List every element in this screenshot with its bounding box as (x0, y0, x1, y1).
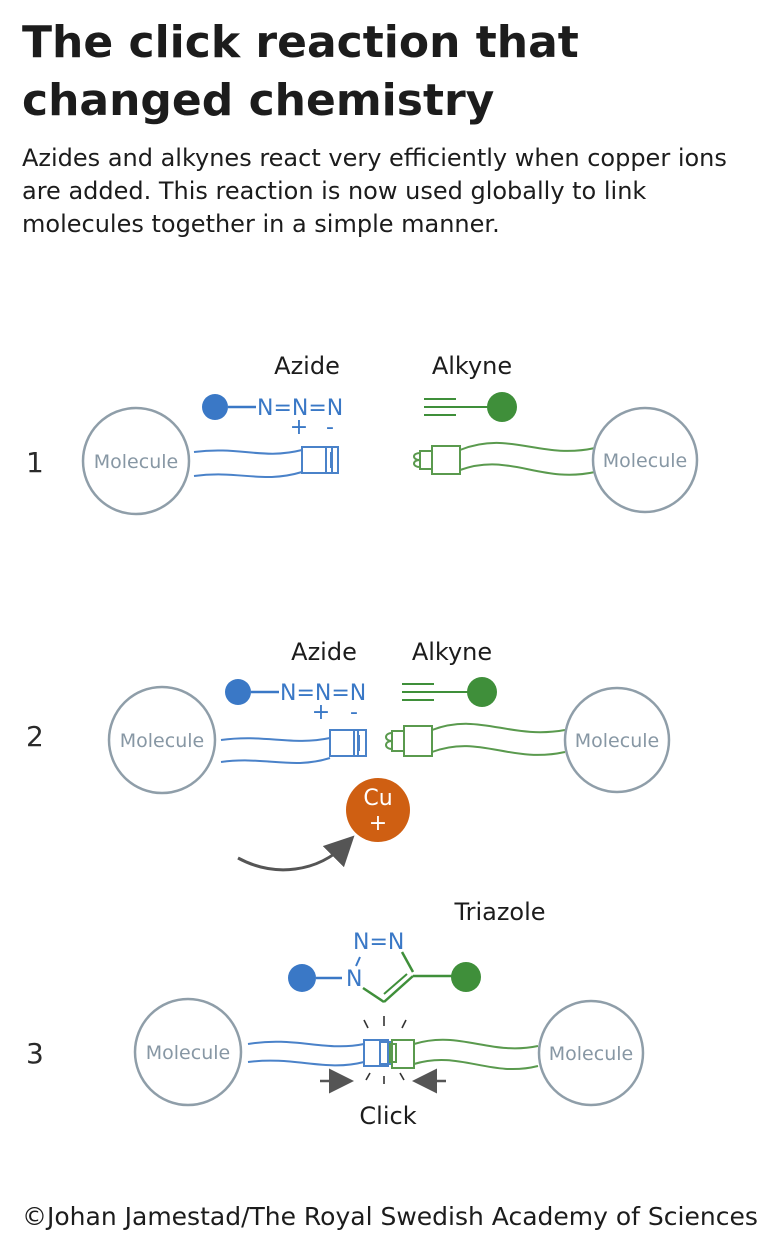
alkyne-linker-top (459, 442, 596, 452)
azide-buckle-icon (329, 729, 367, 757)
azide-charge-plus: + (312, 700, 330, 725)
azide-ball-icon (202, 394, 228, 420)
molecule-label-right: Molecule (549, 1043, 633, 1065)
azide-label: Azide (274, 352, 340, 380)
molecule-circle-left (81, 406, 191, 516)
triazole-ring-bond-n (355, 956, 361, 967)
azide-charge-minus: - (350, 700, 358, 725)
alkyne-linker-bottom (459, 463, 596, 476)
click-burst-icon (363, 1016, 407, 1084)
azide-linker-bottom (193, 471, 303, 478)
azide-linker-top (220, 737, 331, 742)
azide-linker-top (247, 1040, 365, 1048)
curved-arrow-icon (237, 835, 355, 872)
azide-charge-plus: + (290, 415, 308, 440)
alkyne-linker-bottom (413, 1059, 539, 1071)
triazole-left-ball-icon (288, 964, 316, 992)
molecule-label-right: Molecule (575, 730, 659, 752)
triazole-ring-n-top: N=N (353, 930, 404, 955)
alkyne-label: Alkyne (432, 352, 512, 380)
alkyne-ball-icon (487, 392, 517, 422)
triazole-ring-double-bond-b (383, 973, 408, 995)
step-3: 3 Triazole N N=N Molecule Molecule (26, 898, 645, 1130)
molecule-label-right: Molecule (603, 450, 687, 472)
azide-charge-minus: - (326, 415, 334, 440)
molecule-circle-right (563, 686, 671, 794)
alkyne-linker-top (431, 722, 566, 734)
image-credit: ©Johan Jamestad/The Royal Swedish Academ… (22, 1202, 758, 1231)
molecule-circle-right (537, 999, 645, 1107)
step-number-2: 2 (26, 720, 44, 753)
step-number-3: 3 (26, 1037, 44, 1070)
copper-ion-icon (346, 778, 410, 842)
molecule-circle-left (107, 685, 217, 795)
azide-formula: N=N=N (257, 396, 343, 421)
figure-title: The click reaction that changed chemistr… (22, 17, 579, 126)
copper-symbol: Cu (363, 786, 392, 811)
step-2: 2 Molecule N=N=N + - Azide Alkyne Mol (26, 638, 671, 872)
azide-label: Azide (291, 638, 357, 666)
molecule-label-left: Molecule (146, 1042, 230, 1064)
copper-charge: + (369, 811, 387, 836)
alkyne-buckle-icon (413, 445, 461, 475)
molecule-label-left: Molecule (94, 451, 178, 473)
triazole-ring-double-bond-a (383, 975, 414, 1003)
alkyne-linker-top (413, 1038, 539, 1050)
triazole-ring-bond-bottom-left (362, 986, 385, 1004)
molecule-label-left: Molecule (120, 730, 204, 752)
azide-linker-top (193, 449, 303, 455)
clicked-buckle-icon (363, 1039, 415, 1069)
alkyne-label: Alkyne (412, 638, 492, 666)
triazole-ring-bond-right (400, 951, 415, 973)
click-label: Click (359, 1102, 416, 1130)
figure-subtitle: Azides and alkynes react very efficientl… (22, 144, 727, 238)
triazole-label: Triazole (453, 898, 545, 926)
azide-linker-bottom (247, 1059, 365, 1067)
azide-buckle-icon (301, 446, 339, 474)
alkyne-ball-icon (467, 677, 497, 707)
alkyne-linker-bottom (431, 745, 566, 756)
triazole-right-ball-icon (451, 962, 481, 992)
alkyne-buckle-icon (385, 725, 433, 757)
azide-linker-bottom (220, 757, 331, 764)
step-1: 1 Molecule N=N=N + - Azide Alkyne Mol (26, 352, 699, 516)
azide-formula: N=N=N (280, 681, 366, 706)
step-number-1: 1 (26, 446, 44, 479)
molecule-circle-right (591, 406, 699, 514)
molecule-circle-left (133, 997, 243, 1107)
triazole-ring-n-left: N (346, 967, 362, 992)
azide-ball-icon (225, 679, 251, 705)
